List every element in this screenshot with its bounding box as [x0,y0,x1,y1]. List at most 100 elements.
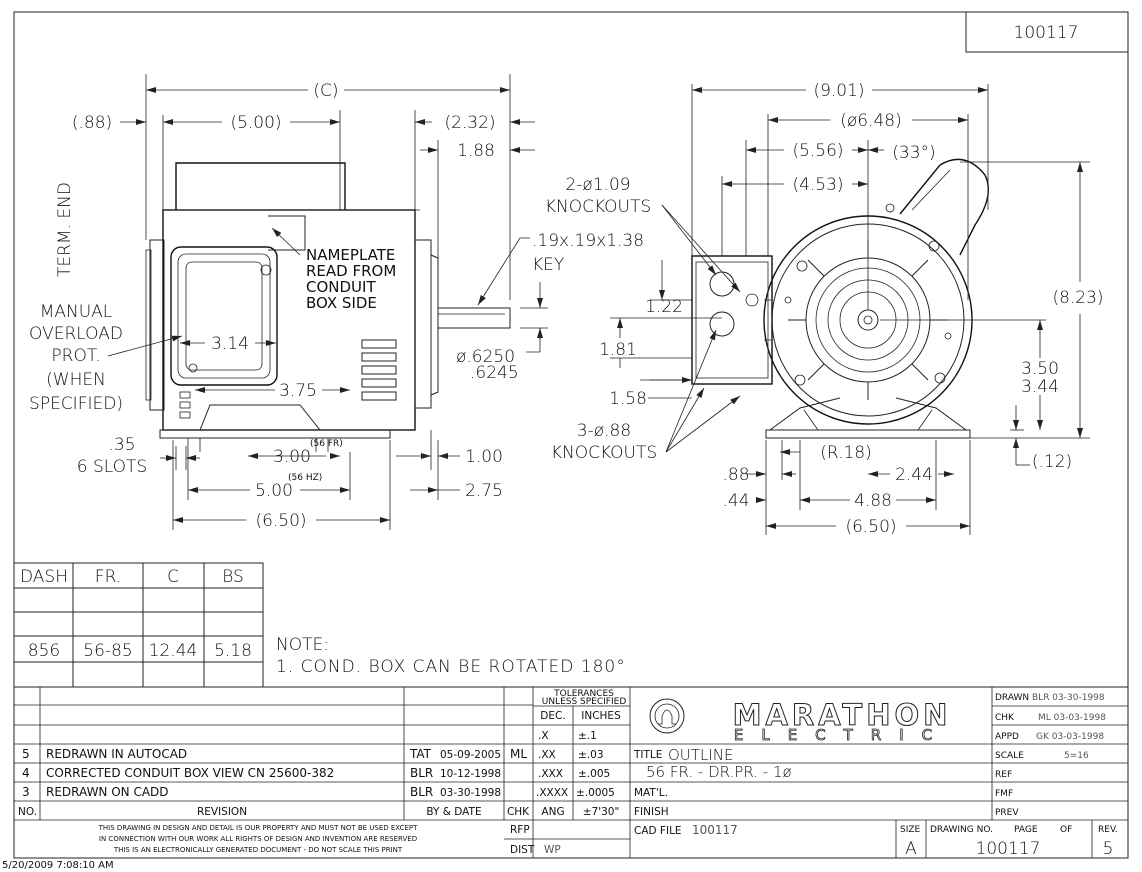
dim-500b: 5.00 [255,481,293,501]
side-view: (C) (.88) (5.00) (2.32) 1.88 TERM. END M… [29,74,644,531]
of-label: OF [1060,825,1072,835]
rev-3-desc: REDRAWN ON CADD [46,785,169,799]
dash-header-fr: FR. [95,567,121,587]
dim-350: 3.50 [1021,359,1059,379]
dash-header-c: C [167,567,179,587]
dim-232: (2.32) [444,113,495,133]
rev-header-chk: CHK [507,806,530,818]
dist-value: WP [544,844,561,856]
dim-453: (4.53) [792,175,843,195]
frame-56fr: (56 FR) [310,439,343,449]
matl-label: MAT'L. [634,787,668,799]
dim-r18: (R.18) [820,443,872,463]
rev-4-by: BLR [410,766,433,780]
dash-header-bs: BS [222,567,244,587]
knockouts-bottom-1: 3-ø.88 [577,421,631,441]
knockouts-top-1: 2-ø1.09 [565,175,630,195]
dim-c: (C) [313,81,338,101]
rev-value: 5 [1103,839,1114,859]
dim-375: 3.75 [279,381,317,401]
shaft-dia-1: ø.6250 [456,347,515,367]
size-value: A [905,839,917,859]
dim-344: 3.44 [1021,377,1059,397]
dim-044: .44 [722,491,749,511]
rev-3-by: BLR [410,785,433,799]
marathon-logo: MARATHON ELECTRIC [649,698,952,744]
rev-3-no: 3 [22,785,30,799]
rev-header-bydate: BY & DATE [426,806,481,818]
tol-xxxx: .XXXX [536,787,568,799]
nameplate-line-1: NAMEPLATE [306,246,395,264]
dim-088-end: .88 [722,465,749,485]
finish-label: FINISH [634,806,669,818]
dash-cell-c: 12.44 [149,641,198,661]
disclaimer-1: THIS DRAWING IN DESIGN AND DETAIL IS OUR… [98,824,419,832]
note-title: NOTE: [276,635,329,655]
brand-name: MARATHON [733,698,952,732]
key-line-1: .19x.19x1.38 [532,231,644,251]
overload-line-2: OVERLOAD [29,324,123,344]
dim-035: .35 [108,435,135,455]
nameplate-line-3: CONDUIT [306,278,376,296]
prev-label: PREV [995,808,1019,818]
tol-x: .X [538,730,549,742]
tol-xxx-val: ±.005 [578,768,610,780]
dim-648: (ø6.48) [840,111,902,131]
brand-sub: ELECTRIC [734,726,950,744]
page-label: PAGE [1014,825,1038,835]
sheet-border [13,11,1129,859]
term-end-label: TERM. END [55,182,75,277]
dim-901: (9.01) [813,81,864,101]
dash-cell-dash: 856 [28,641,60,661]
overload-line-3: PROT. [51,346,100,366]
dim-33deg: (33°) [892,143,935,163]
rev-5-by: TAT [409,747,432,761]
cad-file-label: CAD FILE [634,825,682,837]
overload-line-4: (WHEN [46,370,106,390]
dim-823: (8.23) [1052,288,1103,308]
dim-100: 1.00 [465,447,503,467]
dash-header-dash: DASH [20,567,68,587]
dash-table: DASH FR. C BS 856 56-85 12.44 5.18 [14,562,264,687]
tol-xxxx-val: ±.0005 [576,787,615,799]
tol-ang-val: ±7'30" [583,806,620,818]
rev-4-desc: CORRECTED CONDUIT BOX VIEW CN 25600-382 [46,766,334,780]
nameplate-line-4: BOX SIDE [306,294,377,312]
drawn-value: BLR 03-30-1998 [1032,693,1105,703]
slots-label: 6 SLOTS [77,457,147,477]
dim-181: 1.81 [599,340,637,360]
tol-xxx: .XXX [538,768,563,780]
rev-header-revision: REVISION [197,806,247,818]
tol-xx: .XX [538,749,556,761]
dim-556: (5.56) [792,141,843,161]
rev-3-date: 03-30-1998 [440,787,501,799]
dim-188: 1.88 [457,141,495,161]
tol-inches: INCHES [581,710,621,722]
title-label: TITLE [633,749,662,761]
rev-5-date: 05-09-2005 [440,749,501,761]
frame-56hz: (56 HZ) [288,473,322,483]
dim-158: 1.58 [609,389,647,409]
dim-488: 4.88 [854,491,892,511]
dim-088: (.88) [72,113,112,133]
disclaimer-3: THIS IS AN ELECTRONICALLY GENERATED DOCU… [113,846,403,854]
rev-header-no: NO. [18,806,37,818]
dim-300: 3.00 [273,447,311,467]
dim-122: 1.22 [645,297,683,317]
appd-label: APPD [995,732,1019,742]
title-block: TOLERANCES UNLESS SPECIFIED DEC. INCHES … [14,686,1128,859]
end-view: (9.01) (ø6.48) (5.56) (33°) (4.53) 2-ø1.… [545,81,1104,537]
scale-label: SCALE [995,751,1024,761]
cad-file-value: 100117 [692,823,738,837]
dim-244: 2.44 [895,465,933,485]
dim-650: (6.50) [255,511,306,531]
drawn-label: DRAWN [995,693,1029,703]
ref-label: REF [995,770,1012,780]
tol-title-1: TOLERANCES [553,689,614,699]
dim-314: 3.14 [211,334,249,354]
knockouts-top-2: KNOCKOUTS [545,197,651,217]
shaft-dia-2: .6245 [470,363,519,383]
chk-value: ML 03-03-1998 [1038,713,1106,723]
print-timestamp: 5/20/2009 7:08:10 AM [2,860,114,871]
chk-label: CHK [995,713,1015,723]
